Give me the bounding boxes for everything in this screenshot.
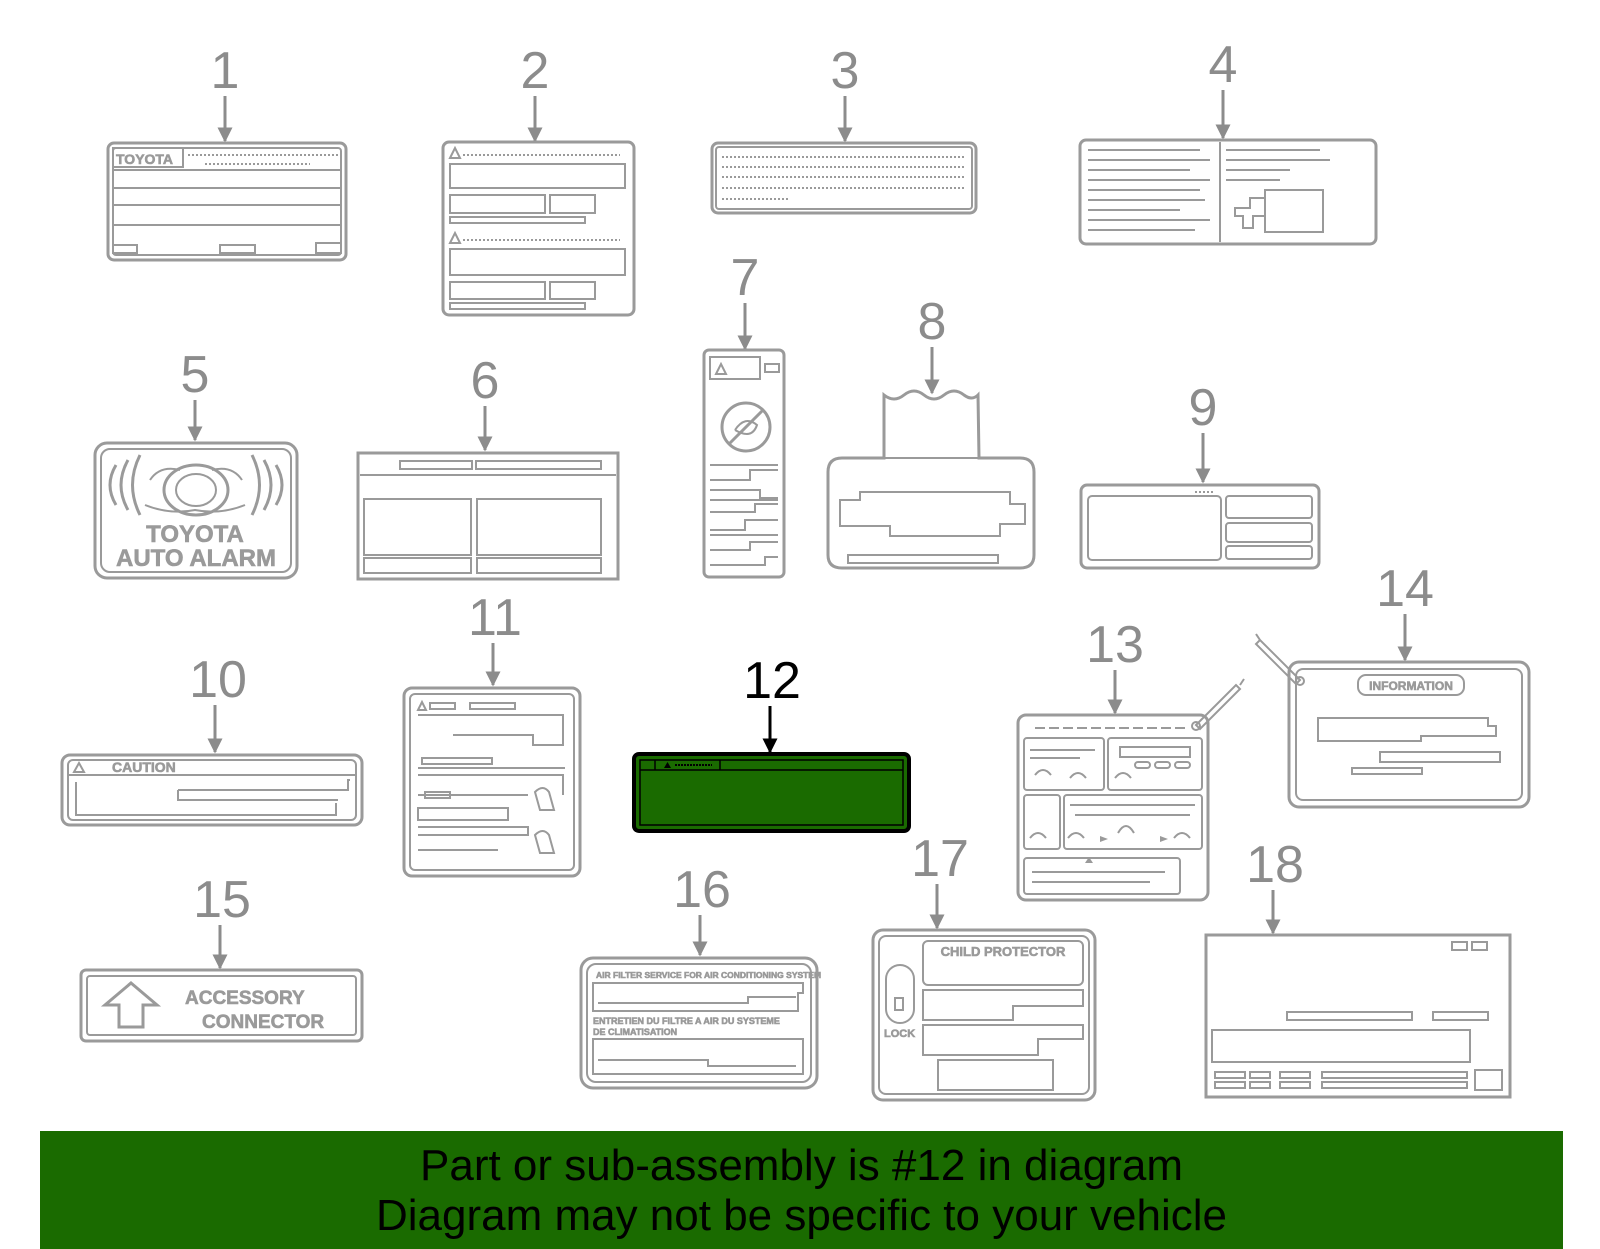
callout-15: 15 [193, 871, 251, 929]
label-6-outline [356, 451, 620, 581]
label-4-outline [1078, 138, 1378, 246]
callout-8: 8 [918, 293, 947, 351]
part-17[interactable]: 17 CHILD PROTECTOR LOCK [871, 830, 1097, 1102]
label-16-outline [579, 956, 819, 1090]
callout-17: 17 [911, 830, 969, 888]
part-13[interactable]: 13 [1016, 616, 1245, 902]
callout-7: 7 [731, 249, 760, 307]
part-9[interactable]: 9 [1079, 379, 1321, 570]
callout-16: 16 [673, 861, 731, 919]
callout-12: 12 [743, 652, 801, 710]
callout-2: 2 [521, 42, 550, 100]
info-banner: Part or sub-assembly is #12 in diagram D… [40, 1131, 1563, 1249]
callout-4: 4 [1209, 36, 1238, 94]
callout-18: 18 [1246, 836, 1304, 894]
part-18[interactable]: 18 [1204, 836, 1512, 1099]
label-17-child-protector-text: CHILD PROTECTOR [941, 944, 1066, 959]
part-11[interactable]: 11 [402, 589, 582, 878]
label-9-outline [1079, 483, 1321, 570]
banner-line-1: Part or sub-assembly is #12 in diagram [420, 1141, 1183, 1190]
part-8[interactable]: 8 [826, 293, 1036, 570]
label-5-text-2: AUTO ALARM [116, 545, 276, 572]
label-3-outline [710, 141, 978, 215]
label-2-outline [441, 140, 636, 317]
label-16-text-en: AIR FILTER SERVICE FOR AIR CONDITIONING … [596, 970, 821, 980]
label-15-text-2: CONNECTOR [202, 1012, 324, 1033]
label-8-outline [826, 389, 1036, 570]
label-10-caution-text: CAUTION [112, 759, 176, 775]
label-18-outline [1204, 933, 1512, 1099]
part-6[interactable]: 6 [356, 352, 620, 581]
label-7-outline [702, 348, 786, 579]
label-5-outline [93, 441, 299, 580]
callout-14: 14 [1376, 560, 1434, 618]
label-17-lock-text: LOCK [884, 1028, 915, 1040]
part-7[interactable]: 7 [702, 249, 786, 579]
callout-3: 3 [831, 42, 860, 100]
callout-1: 1 [211, 42, 240, 100]
part-10[interactable]: 10 CAUTION [60, 651, 364, 827]
part-15[interactable]: 15 ACCESSORY CONNECTOR [79, 871, 364, 1043]
part-5[interactable]: 5 TOYOTA AUTO ALARM [93, 346, 299, 580]
callout-10: 10 [189, 651, 247, 709]
label-1-outline [106, 141, 348, 262]
label-12-highlighted[interactable] [632, 752, 911, 833]
part-1[interactable]: 1 TOYOTA [106, 42, 348, 262]
part-4[interactable]: 4 [1078, 36, 1378, 246]
label-15-text-1: ACCESSORY [185, 988, 305, 1009]
label-14-outline [1287, 660, 1531, 809]
arrow-up-icon [100, 981, 162, 1029]
callout-6: 6 [471, 352, 500, 410]
label-10-outline [60, 753, 364, 827]
label-5-text-1: TOYOTA [146, 521, 244, 548]
callout-5: 5 [181, 346, 210, 404]
label-15-outline [79, 968, 364, 1043]
label-13-outline [1016, 713, 1210, 902]
part-14[interactable]: 14 INFORMATION [1254, 560, 1531, 809]
label-1-toyota-text: TOYOTA [116, 151, 173, 167]
part-12[interactable]: 12 [632, 652, 911, 833]
label-17-outline [871, 928, 1097, 1102]
label-14-information-text: INFORMATION [1369, 679, 1453, 693]
callout-13: 13 [1086, 616, 1144, 674]
part-2[interactable]: 2 [441, 42, 636, 317]
label-11-outline [402, 686, 582, 878]
callout-9: 9 [1189, 379, 1218, 437]
label-16-text-fr-1: ENTRETIEN DU FILTRE A AIR DU SYSTEME [593, 1016, 780, 1026]
part-16[interactable]: 16 AIR FILTER SERVICE FOR AIR CONDITIONI… [579, 861, 821, 1090]
callout-11: 11 [468, 589, 522, 647]
label-16-text-fr-2: DE CLIMATISATION [593, 1027, 677, 1037]
part-3[interactable]: 3 [710, 42, 978, 215]
banner-line-2: Diagram may not be specific to your vehi… [375, 1191, 1228, 1240]
